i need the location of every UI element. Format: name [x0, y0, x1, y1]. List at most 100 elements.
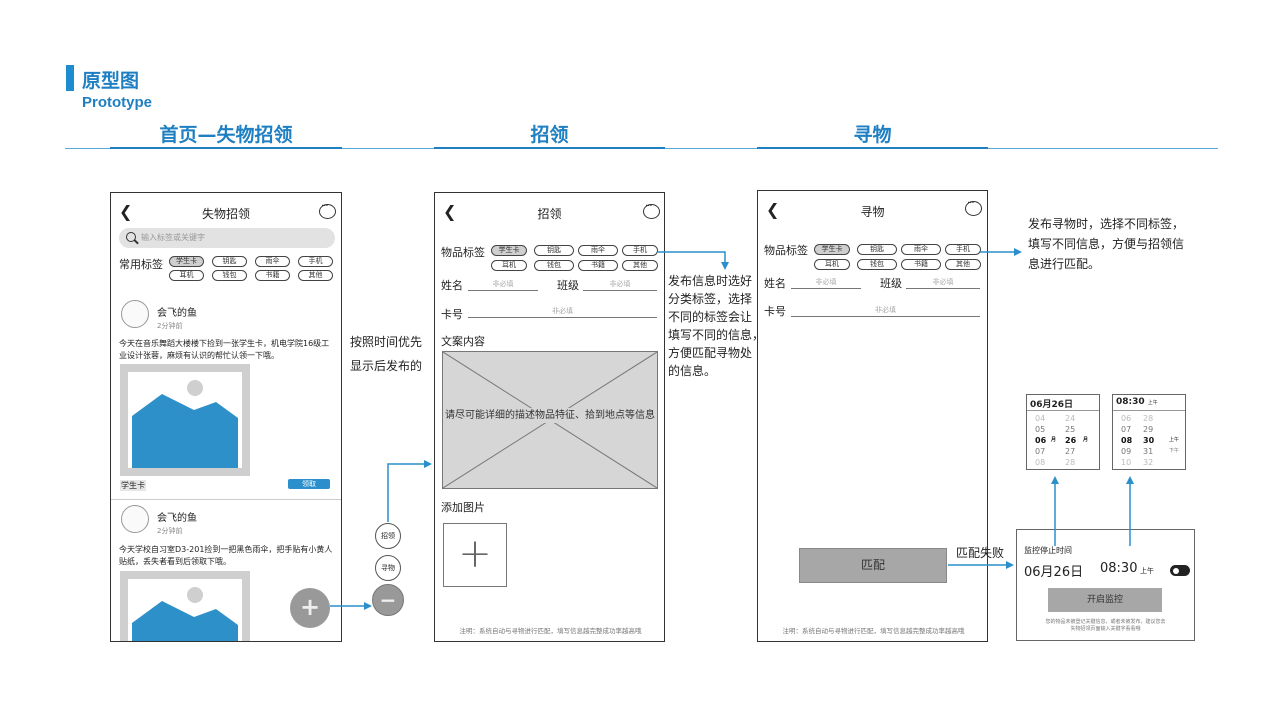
claim-button[interactable]: 领取 [288, 479, 330, 489]
seek-shortcut-button[interactable]: 寻物 [375, 555, 401, 581]
tag-chip[interactable]: 钱包 [212, 270, 247, 281]
tag-chip[interactable]: 其他 [622, 260, 658, 271]
tag-chip[interactable]: 其他 [945, 259, 981, 270]
note-line: 方便匹配寻物处 [668, 346, 753, 360]
back-icon[interactable]: ❮ [766, 200, 780, 219]
chat-icon[interactable] [643, 201, 660, 219]
footer-note: 注明：系统自动与寻物进行匹配，填写信息越完整成功率越高哦 [782, 627, 965, 635]
monitor-date[interactable]: 06月26日 [1024, 565, 1084, 580]
card-underline [468, 317, 657, 318]
post-image[interactable] [120, 571, 250, 641]
time-order-note: 按照时间优先 显示后发布的 [350, 332, 422, 376]
footer-note: 注明：系统自动与寻物进行匹配，填写信息越完整成功率越高哦 [459, 627, 642, 635]
tag-chip[interactable]: 书籍 [578, 260, 618, 271]
match-button[interactable]: 匹配 [799, 548, 947, 583]
tag-chip[interactable]: 学生卡 [814, 244, 850, 255]
tag-chip[interactable]: 耳机 [814, 259, 850, 270]
class-underline [906, 288, 980, 289]
column-title-seek: 寻物 [853, 124, 892, 146]
name-input[interactable]: 非必填 [815, 278, 837, 286]
claim-shortcut-button[interactable]: 招领 [375, 523, 401, 549]
tag-chip[interactable]: 钥匙 [534, 245, 574, 256]
tag-chip[interactable]: 钥匙 [212, 256, 247, 267]
add-post-button[interactable]: + [290, 588, 330, 628]
chat-icon[interactable] [319, 201, 336, 219]
post-tag: 学生卡 [120, 480, 146, 491]
tag-chip[interactable]: 学生卡 [491, 245, 527, 256]
post-username: 会飞的鱼 [157, 308, 197, 319]
chat-icon[interactable] [965, 198, 982, 216]
start-monitor-button[interactable]: 开启监控 [1048, 588, 1162, 612]
column-underline-home [110, 147, 342, 149]
add-image-button[interactable]: + [443, 523, 507, 587]
home-screen: ❮ 失物招领 输入标签或关键字 常用标签 学生卡 钥匙 雨伞 手机 耳机 钱包 … [110, 192, 342, 642]
back-icon[interactable]: ❮ [443, 202, 457, 221]
search-input[interactable]: 输入标签或关键字 [119, 228, 335, 248]
tag-chip[interactable]: 手机 [622, 245, 658, 256]
note-line: 发布寻物时，选择不同标签， [1028, 217, 1185, 231]
card-underline [791, 316, 980, 317]
note-line: 不同的标签会让 [668, 310, 753, 324]
post-time: 2分钟前 [157, 527, 183, 535]
tag-chip[interactable]: 手机 [298, 256, 333, 267]
section-accent-bar [66, 65, 74, 91]
avatar[interactable] [121, 505, 149, 533]
card-input[interactable]: 非必填 [552, 307, 573, 315]
class-input[interactable]: 非必填 [932, 278, 954, 286]
class-input[interactable]: 非必填 [609, 280, 631, 288]
content-textarea[interactable]: 请尽可能详细的描述物品特征、拾到地点等信息 [442, 351, 658, 489]
tag-chip[interactable]: 雨伞 [255, 256, 290, 267]
tag-chip[interactable]: 学生卡 [169, 256, 204, 267]
content-placeholder: 请尽可能详细的描述物品特征、拾到地点等信息 [443, 408, 657, 423]
tag-chip[interactable]: 钱包 [857, 259, 897, 270]
tags-label: 物品标签 [764, 244, 808, 257]
picker-divider [1113, 410, 1185, 411]
tag-chip[interactable]: 耳机 [491, 260, 527, 271]
note-line: 填写不同信息，方便与招领信 [1028, 237, 1185, 251]
note-line: 的信息。 [668, 364, 717, 378]
tag-chip[interactable]: 钱包 [534, 260, 574, 271]
name-underline [468, 290, 538, 291]
post-text: 今天学校自习室D3-201捡到一把黑色雨伞，把手贴有小黄人贴纸，丢失者看到后领取… [119, 545, 333, 566]
monitor-toggle[interactable] [1170, 565, 1190, 576]
home-nav-title: 失物招领 [201, 207, 250, 221]
claim-screen: ❮ 招领 物品标签 学生卡 钥匙 雨伞 手机 耳机 钱包 书籍 其他 姓名 非必… [434, 192, 665, 642]
tag-chip[interactable]: 雨伞 [901, 244, 941, 255]
seek-nav-title: 寻物 [860, 205, 885, 219]
note-line: 按照时间优先 [350, 335, 423, 349]
card-input[interactable]: 非必填 [875, 306, 896, 314]
back-icon[interactable]: ❮ [119, 202, 133, 221]
close-menu-button[interactable]: − [372, 584, 404, 616]
tag-chip[interactable]: 书籍 [901, 259, 941, 270]
name-input[interactable]: 非必填 [492, 280, 514, 288]
tag-chip[interactable]: 书籍 [255, 270, 290, 281]
monitor-time[interactable]: 08:30 [1100, 561, 1138, 576]
tag-chip[interactable]: 耳机 [169, 270, 204, 281]
content-label: 文案内容 [441, 335, 485, 348]
tag-chip[interactable]: 手机 [945, 244, 981, 255]
time-picker-header: 08:30 上午 [1116, 397, 1158, 407]
avatar[interactable] [121, 300, 149, 328]
name-label: 姓名 [441, 279, 463, 292]
tag-chip[interactable]: 钥匙 [857, 244, 897, 255]
monitor-ampm: 上午 [1140, 567, 1154, 575]
tag-chip[interactable]: 雨伞 [578, 245, 618, 256]
class-label: 班级 [557, 279, 579, 292]
monitor-panel: 监控停止时间 06月26日 08:30 上午 开启监控 您的物品未被登记关键信息… [1016, 529, 1195, 641]
post-image[interactable] [120, 364, 250, 476]
tag-chip[interactable]: 其他 [298, 270, 333, 281]
